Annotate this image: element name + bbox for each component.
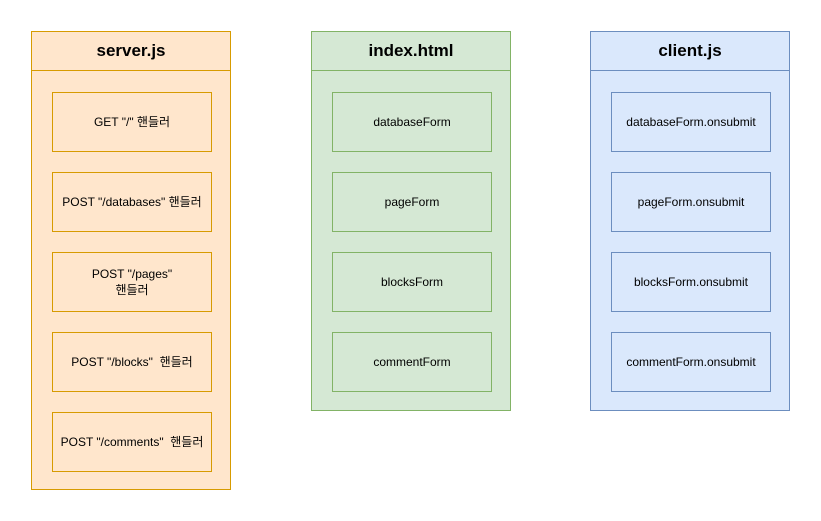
node-post-comments-handler: POST "/comments" 핸들러 [52,412,212,472]
node-page-form-onsubmit: pageForm.onsubmit [611,172,771,232]
column-client-js: client.js databaseForm.onsubmit pageForm… [590,31,790,411]
column-server-js: server.js GET "/" 핸들러 POST "/databases" … [31,31,231,490]
node-get-root-handler: GET "/" 핸들러 [52,92,212,152]
column-index-html: index.html databaseForm pageForm blocksF… [311,31,511,411]
node-post-blocks-handler: POST "/blocks" 핸들러 [52,332,212,392]
column-header-client-js: client.js [591,32,789,71]
node-comment-form-onsubmit: commentForm.onsubmit [611,332,771,392]
column-title-server-js: server.js [96,41,166,60]
node-post-pages-handler: POST "/pages" 핸들러 [52,252,212,312]
node-blocks-form: blocksForm [332,252,492,312]
column-header-server-js: server.js [32,32,230,71]
node-database-form: databaseForm [332,92,492,152]
node-blocks-form-onsubmit: blocksForm.onsubmit [611,252,771,312]
column-header-index-html: index.html [312,32,510,71]
node-page-form: pageForm [332,172,492,232]
node-database-form-onsubmit: databaseForm.onsubmit [611,92,771,152]
node-post-databases-handler: POST "/databases" 핸들러 [52,172,212,232]
node-comment-form: commentForm [332,332,492,392]
column-title-index-html: index.html [368,41,454,60]
column-title-client-js: client.js [658,41,722,60]
